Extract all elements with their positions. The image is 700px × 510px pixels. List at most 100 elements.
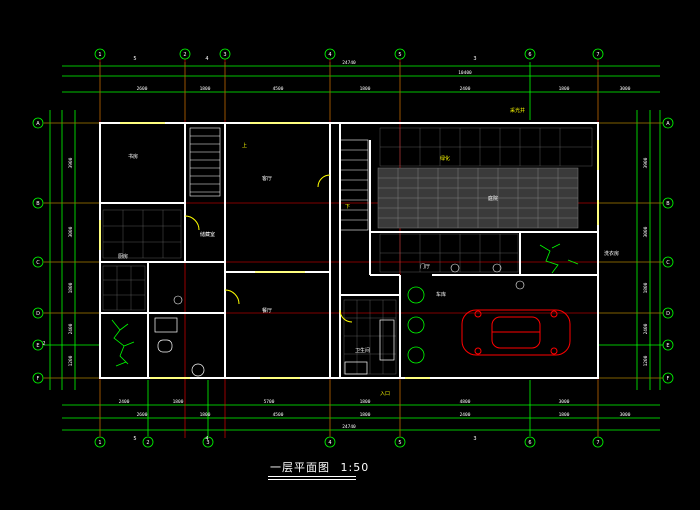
fixtures [154,317,395,377]
dim-top-7: 3000 [620,86,631,92]
plants-note: 绿化 [440,155,450,162]
axis-right-1: A [666,121,670,127]
axis-bottom-6: 6 [528,440,531,446]
axis-num-bottom-2: 4 [205,436,208,442]
axis-right-6: F [667,376,670,382]
dim-left-2: 3000 [68,226,74,237]
markers [173,263,525,305]
stair-up-note: 上 [242,142,247,149]
dim-bot-4: 1800 [360,399,371,405]
axis-left-5: E [36,343,39,349]
axis-numbers: 5 4 3 5 4 3 2 [42,56,476,442]
drawing-title: 一层平面图 [270,461,330,474]
axis-bubble-labels: 1 2 3 4 5 6 7 1 2 3 4 5 6 7 A B C D E F … [36,52,670,446]
drawing-scale: 1:50 [340,461,370,474]
caption-underline-2 [268,479,356,480]
room-label-kitchen: 厨房 [118,253,128,260]
dim-top-total: 24740 [342,60,356,66]
axis-bubbles-bottom [94,436,604,448]
axis-num-bottom-1: 5 [133,436,136,442]
dim-bottom-total: 24740 [342,424,356,430]
dimension-texts-side: 3900 3000 1800 2400 1200 3900 3000 1800 … [68,157,649,366]
axis-top-7: 7 [596,52,599,58]
garage-car [461,309,571,356]
dimension-texts: 24740 10400 2600 1800 4500 1800 2400 180… [119,60,631,430]
entry-note: 入口 [380,391,390,397]
axis-bubbles-left [32,117,44,384]
dim-bot2-6: 1800 [559,412,570,418]
dim-bot-2: 1800 [173,399,184,405]
axis-bottom-7: 7 [596,440,599,446]
axis-top-3: 3 [223,52,226,58]
dim-left-3: 1800 [68,282,74,293]
axis-num-top-1: 5 [133,56,136,62]
axis-left-4: D [36,311,40,317]
dim-left-4: 2400 [68,323,74,334]
drawing-caption: 一层平面图 1:50 [270,459,369,475]
axis-bottom-3: 3 [206,440,209,446]
dim-top-6: 1800 [559,86,570,92]
dim-right-2: 3000 [643,226,649,237]
dim-top-2: 1800 [200,86,211,92]
dim-right-1: 3900 [643,157,649,168]
room-label-bath: 卫生间 [355,347,370,354]
dim-top-5: 2400 [460,86,471,92]
dim-bot2-5: 2400 [460,412,471,418]
dim-bot2-1: 2600 [137,412,148,418]
axis-left-3: C [36,260,40,266]
axis-top-1: 1 [98,52,101,58]
axis-bubbles-right [662,117,674,384]
axis-top-5: 5 [398,52,401,58]
room-label-courtyard: 庭院 [488,195,498,202]
annotations: 上 下 入口 采光井 绿化 [242,107,525,397]
axis-top-4: 4 [328,52,331,58]
dim-left-5: 1200 [68,355,74,366]
axis-bottom-1: 1 [98,440,101,446]
room-label-study: 书房 [128,153,138,160]
skylight-note: 采光井 [510,107,525,114]
dim-top-4: 1800 [360,86,371,92]
dim-bot-3: 5700 [264,399,275,405]
dim-bot-6: 3000 [559,399,570,405]
room-label-garage: 车库 [436,291,446,298]
plants [111,243,579,367]
axis-top-2: 2 [183,52,186,58]
room-label-laundry: 洗衣房 [604,250,619,257]
dim-left-1: 3900 [68,157,74,168]
dim-top-3: 4500 [273,86,284,92]
axis-bottom-4: 4 [328,440,331,446]
axis-num-top-2: 4 [205,56,208,62]
axis-top-6: 6 [528,52,531,58]
dim-right-4: 2400 [643,323,649,334]
staircase [189,127,369,231]
axis-num-top-3: 3 [473,56,476,62]
room-label-storage: 储藏室 [200,231,215,238]
courtyard-paving [377,167,579,229]
axis-bubbles-top [94,48,604,60]
axis-bottom-5: 5 [398,440,401,446]
dim-bot2-3: 4500 [273,412,284,418]
dim-right-3: 1800 [643,282,649,293]
axis-right-2: B [666,201,670,207]
dim-bot-1: 2400 [119,399,130,405]
axis-right-5: E [666,343,669,349]
axis-left-6: F [37,376,40,382]
dim-bot2-4: 1800 [360,412,371,418]
axis-num-left-1: 2 [42,341,45,347]
dim-top-mid-total: 10400 [458,70,472,76]
room-label-entry: 门厅 [420,263,430,270]
caption-underline-1 [268,476,356,477]
room-label-living: 客厅 [262,175,272,182]
room-labels: 书房 客厅 餐厅 厨房 卫生间 庭院 车库 储藏室 洗衣房 门厅 [118,153,619,354]
dim-top-1: 2600 [137,86,148,92]
stair-down-note: 下 [345,204,350,210]
openings [99,122,599,379]
axis-bottom-2: 2 [146,440,149,446]
axis-left-2: B [36,201,40,207]
axis-num-bottom-3: 3 [473,436,476,442]
axis-left-1: A [36,121,40,127]
axis-right-4: D [666,311,670,317]
room-label-dining: 餐厅 [262,307,272,314]
floor-tiles [102,127,593,375]
